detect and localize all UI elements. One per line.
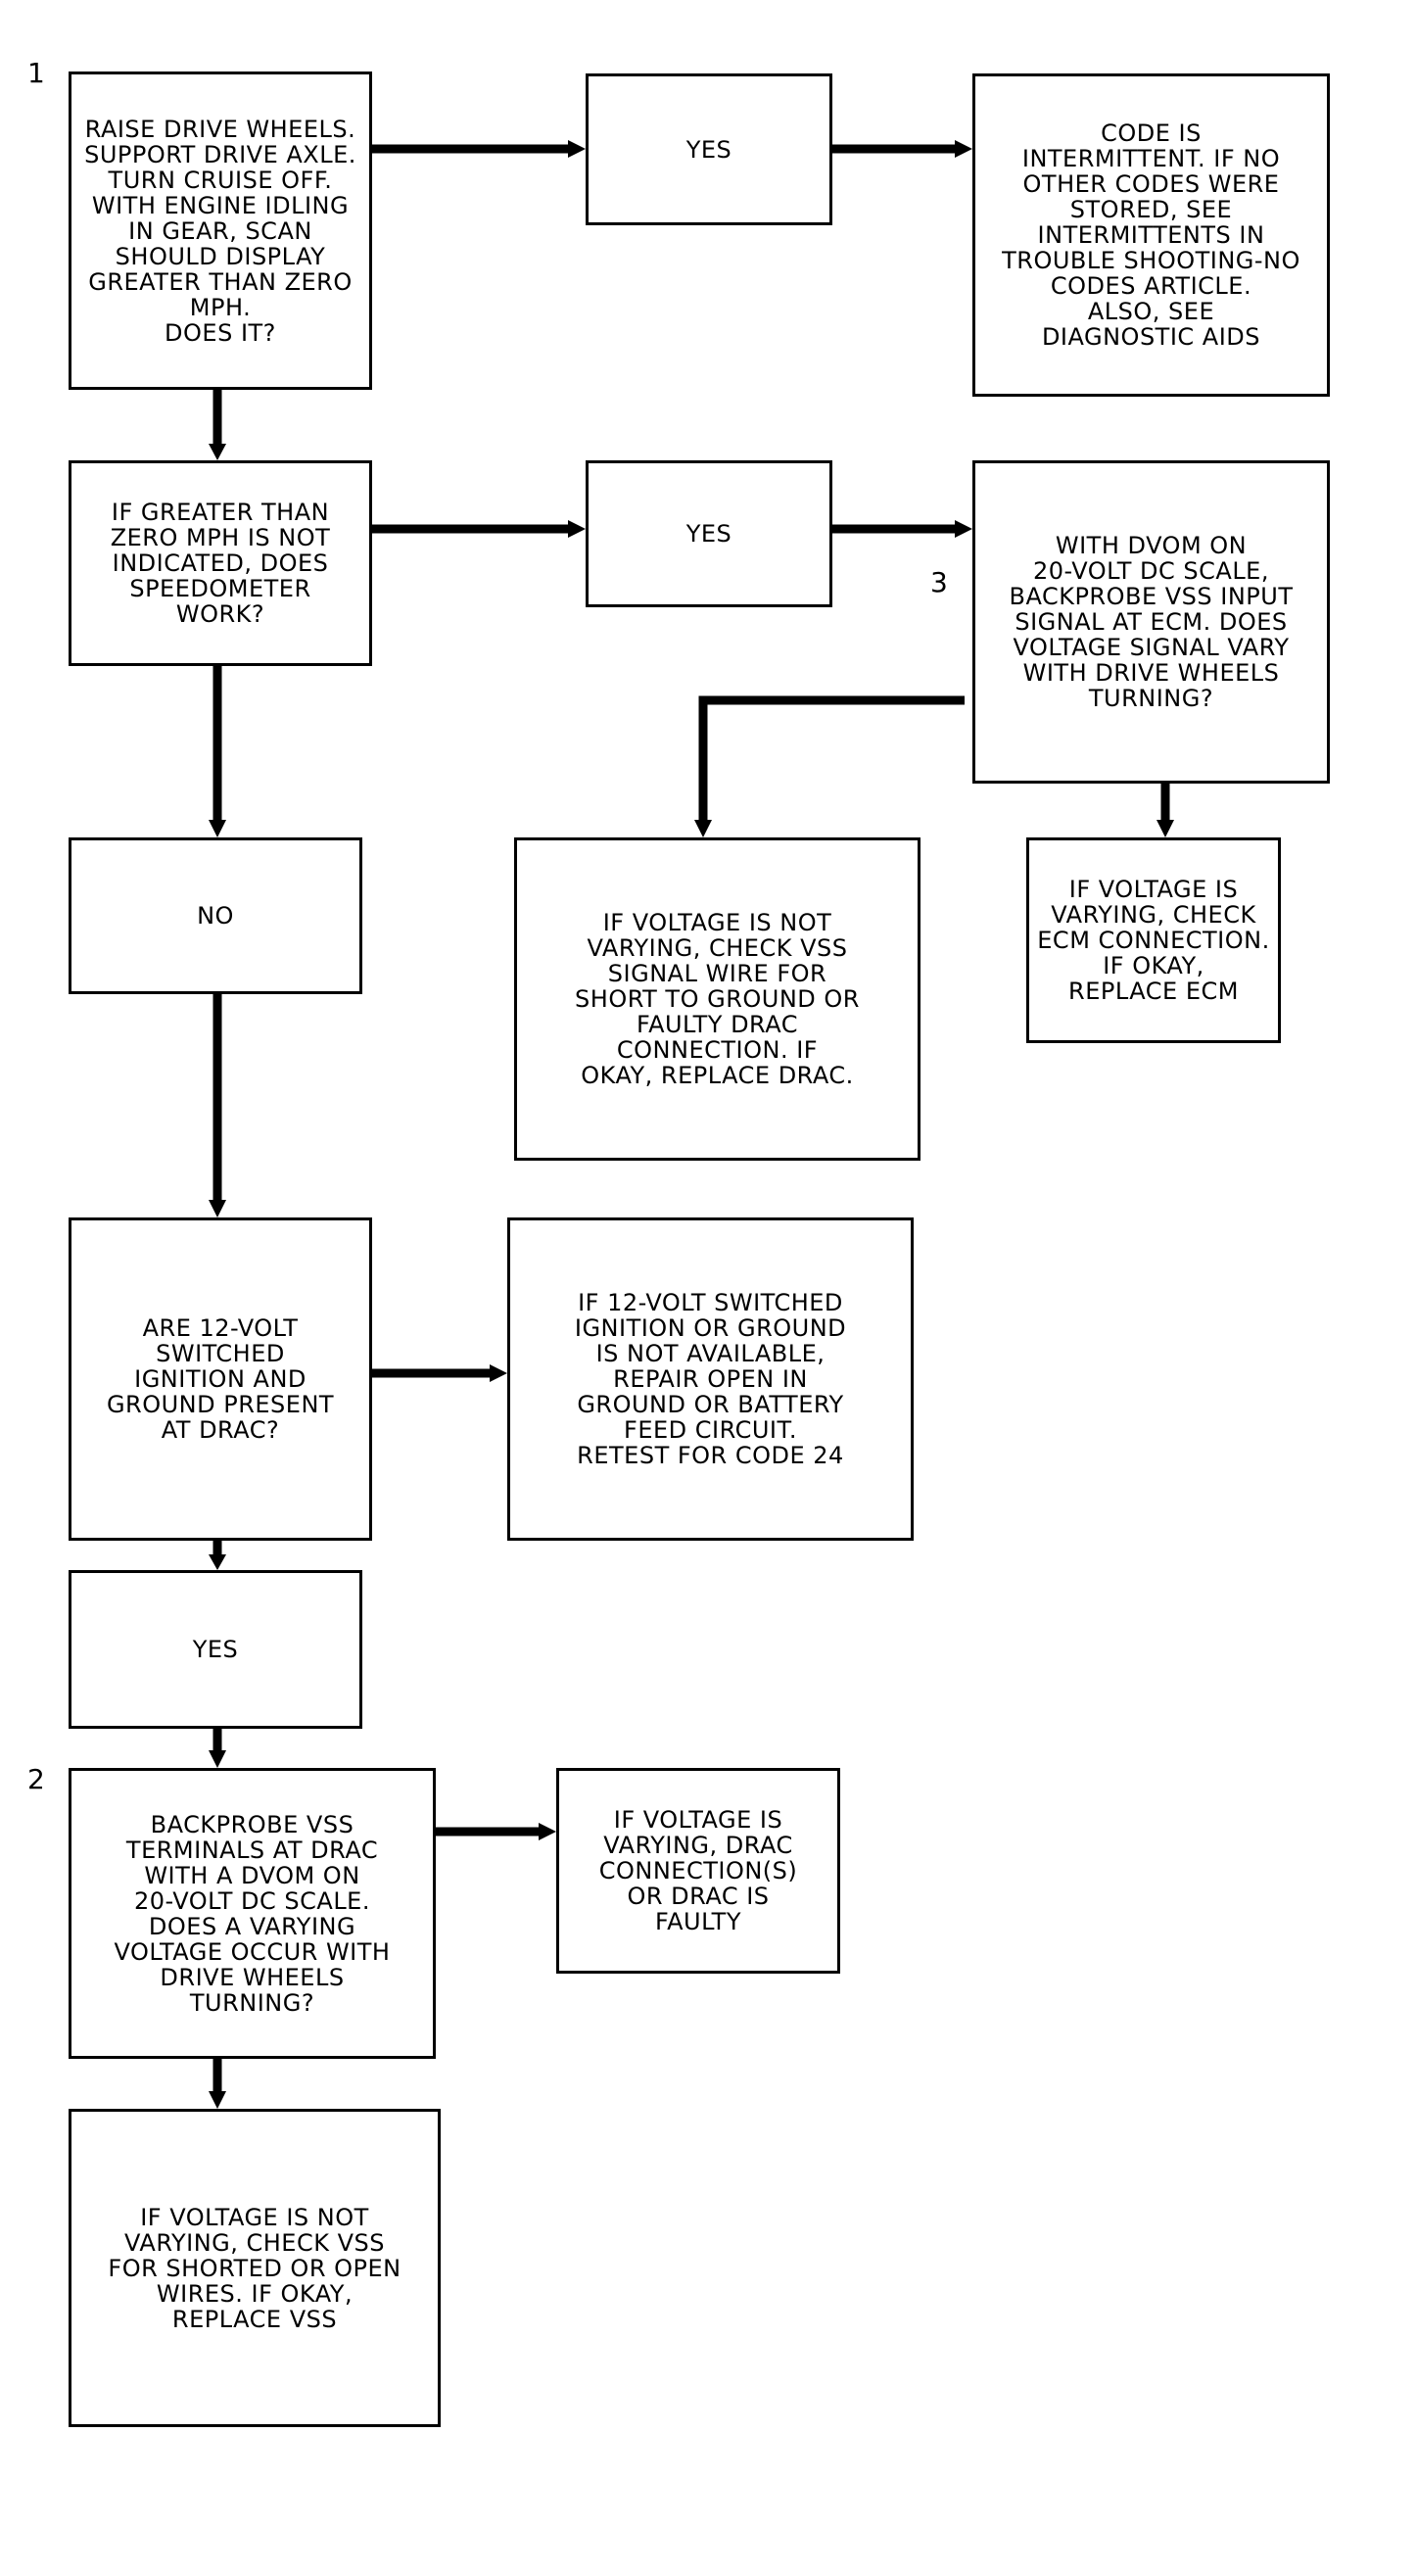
arrowhead <box>539 1823 556 1840</box>
arrow-b6-to-b8 <box>698 695 965 825</box>
repair-open-box: IF 12-VOLT SWITCHED IGNITION OR GROUND I… <box>507 1217 914 1541</box>
arrowhead <box>209 1200 226 1217</box>
drac-faulty-box: IF VOLTAGE IS VARYING, DRAC CONNECTION(S… <box>556 1768 840 1974</box>
arrowhead <box>1156 820 1174 837</box>
step3-ecm-check-text: WITH DVOM ON 20-VOLT DC SCALE, BACKPROBE… <box>1009 532 1294 712</box>
replace-drac-box: IF VOLTAGE IS NOT VARYING, CHECK VSS SIG… <box>514 837 920 1161</box>
replace-vss-box: IF VOLTAGE IS NOT VARYING, CHECK VSS FOR… <box>69 2109 441 2427</box>
arrowhead <box>568 140 586 158</box>
replace-ecm-box: IF VOLTAGE IS VARYING, CHECK ECM CONNECT… <box>1026 837 1281 1043</box>
ignition-question-text: ARE 12-VOLT SWITCHED IGNITION AND GROUND… <box>106 1314 335 1444</box>
drac-faulty-text: IF VOLTAGE IS VARYING, DRAC CONNECTION(S… <box>598 1806 798 1935</box>
step3-ecm-check-box: WITH DVOM ON 20-VOLT DC SCALE, BACKPROBE… <box>972 460 1330 784</box>
arrowhead <box>209 1554 226 1570</box>
no-label: NO <box>197 902 234 930</box>
arrowhead <box>694 820 712 837</box>
ignition-question-box: ARE 12-VOLT SWITCHED IGNITION AND GROUND… <box>69 1217 372 1541</box>
arrowhead <box>568 520 586 538</box>
yes-label: YES <box>685 520 732 548</box>
step-number-1: 1 <box>27 57 45 89</box>
yes-box-2: YES <box>586 460 832 607</box>
arrowhead <box>955 140 972 158</box>
yes-box-3: YES <box>69 1570 362 1729</box>
step-number-3: 3 <box>930 566 948 598</box>
step1-question-text: RAISE DRIVE WHEELS. SUPPORT DRIVE AXLE. … <box>84 115 356 347</box>
step-number-2: 2 <box>27 1763 45 1795</box>
replace-ecm-text: IF VOLTAGE IS VARYING, CHECK ECM CONNECT… <box>1037 876 1270 1005</box>
step2-vss-check-box: BACKPROBE VSS TERMINALS AT DRAC WITH A D… <box>69 1768 436 2059</box>
yes-label: YES <box>685 135 732 164</box>
intermittent-code-text: CODE IS INTERMITTENT. IF NO OTHER CODES … <box>1002 119 1300 351</box>
repair-open-text: IF 12-VOLT SWITCHED IGNITION OR GROUND I… <box>574 1289 847 1469</box>
replace-drac-text: IF VOLTAGE IS NOT VARYING, CHECK VSS SIG… <box>575 909 860 1089</box>
arrowhead <box>209 820 226 837</box>
arrowhead <box>209 2091 226 2109</box>
arrowhead <box>209 444 226 460</box>
replace-vss-text: IF VOLTAGE IS NOT VARYING, CHECK VSS FOR… <box>108 2203 401 2333</box>
intermittent-code-box: CODE IS INTERMITTENT. IF NO OTHER CODES … <box>972 73 1330 397</box>
speedometer-question-box: IF GREATER THAN ZERO MPH IS NOT INDICATE… <box>69 460 372 666</box>
arrowhead <box>209 1750 226 1768</box>
arrowhead <box>490 1364 507 1382</box>
yes-box-1: YES <box>586 73 832 225</box>
step1-question-box: RAISE DRIVE WHEELS. SUPPORT DRIVE AXLE. … <box>69 72 372 390</box>
arrowhead <box>955 520 972 538</box>
yes-label: YES <box>192 1636 239 1663</box>
no-box: NO <box>69 837 362 994</box>
step2-vss-check-text: BACKPROBE VSS TERMINALS AT DRAC WITH A D… <box>114 1810 391 2017</box>
speedometer-question-text: IF GREATER THAN ZERO MPH IS NOT INDICATE… <box>110 499 331 628</box>
